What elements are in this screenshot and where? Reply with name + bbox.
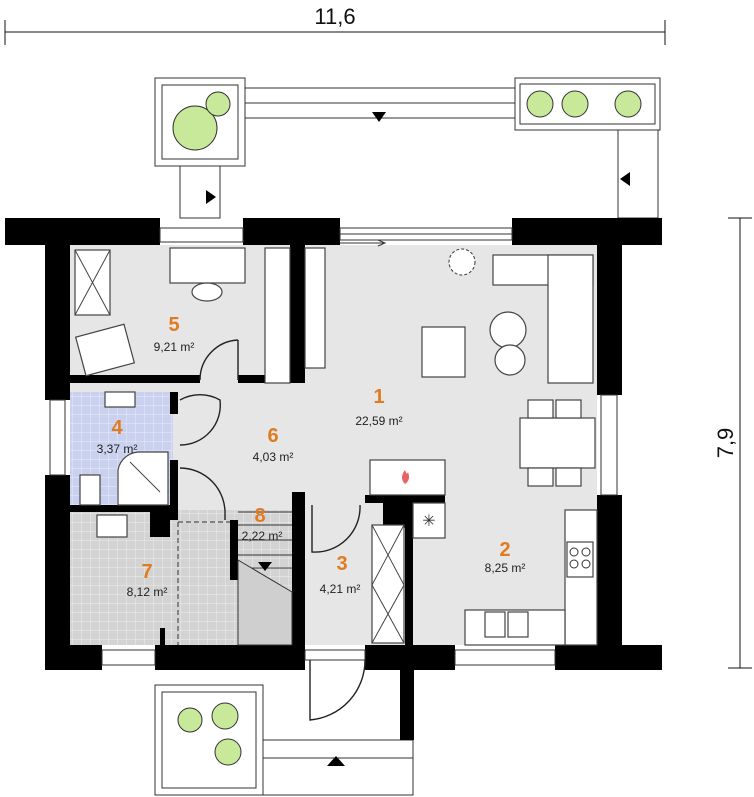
furniture: ✳	[74, 247, 598, 646]
svg-text:7: 7	[141, 561, 152, 583]
svg-text:8,12 m²: 8,12 m²	[127, 585, 168, 599]
svg-text:3,37 m²: 3,37 m²	[97, 442, 138, 456]
room-1: 1 22,59 m²	[355, 386, 402, 428]
windows	[49, 227, 618, 666]
stairs	[237, 511, 293, 646]
svg-text:5: 5	[168, 314, 179, 336]
room-3: 3 4,21 m²	[320, 553, 361, 596]
width-label: 11,6	[314, 4, 355, 29]
svg-text:4,03 m²: 4,03 m²	[253, 450, 294, 464]
room-6: 6 4,03 m²	[253, 425, 294, 464]
room-4: 4 3,37 m²	[97, 417, 138, 456]
height-label: 7,9	[713, 428, 738, 459]
svg-text:1: 1	[373, 386, 384, 408]
svg-text:2,22 m²: 2,22 m²	[242, 529, 283, 543]
walls	[5, 218, 662, 670]
room-2: 28,25 m²	[485, 539, 526, 575]
svg-text:3: 3	[336, 553, 347, 575]
svg-text:✳: ✳	[422, 513, 435, 530]
room-7: 7 8,12 m²	[127, 561, 168, 599]
svg-text:22,59 m²: 22,59 m²	[355, 414, 402, 428]
svg-text:8,25 m²: 8,25 m²	[485, 561, 526, 575]
width-dimension: 11,6	[4, 4, 666, 45]
room-5: 5 9,21 m²	[154, 314, 195, 354]
terrace-bottom	[154, 670, 414, 796]
svg-text:8: 8	[254, 505, 265, 527]
height-dimension: 7,9	[713, 217, 752, 669]
room-8: 8 2,22 m²	[242, 505, 283, 543]
terrace-top	[154, 77, 661, 219]
svg-text:4,21 m²: 4,21 m²	[320, 582, 361, 596]
svg-text:9,21 m²: 9,21 m²	[154, 340, 195, 354]
svg-text:4: 4	[111, 417, 123, 439]
doors	[179, 339, 366, 721]
svg-text:2: 2	[499, 539, 510, 561]
svg-text:6: 6	[267, 425, 278, 447]
